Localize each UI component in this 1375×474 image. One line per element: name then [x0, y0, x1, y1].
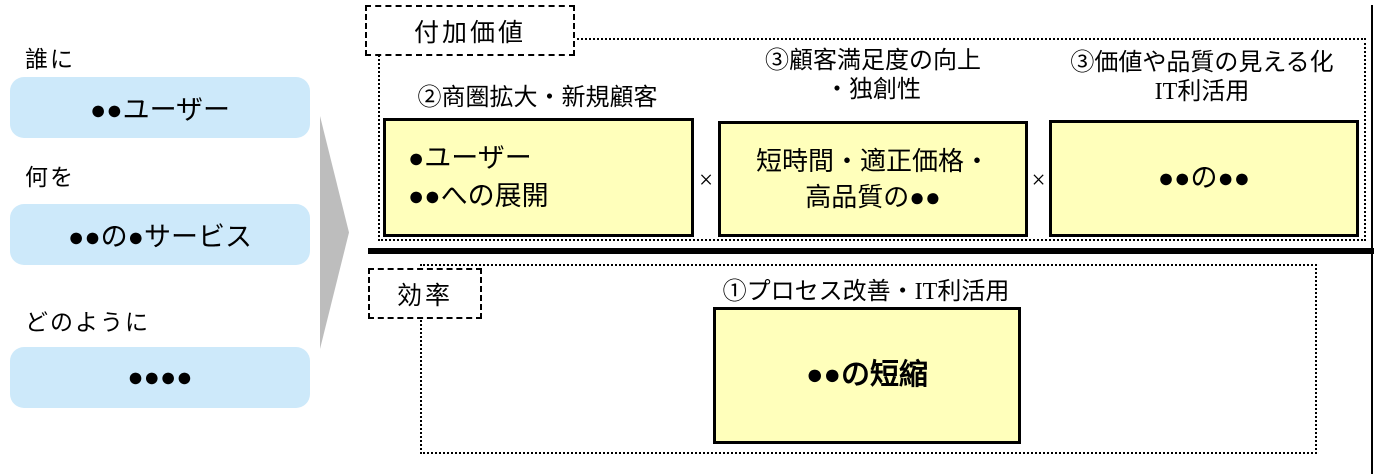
added-value-tag: 付加価値: [365, 5, 575, 56]
multiply-operator-1: ×: [698, 167, 714, 194]
right-edge-border: [1371, 5, 1373, 474]
box-target-user: ●●ユーザー: [10, 77, 310, 138]
header-visualization-it-line1: ③価値や品質の見える化: [1070, 50, 1334, 76]
label-how: どのように: [25, 309, 150, 335]
box-how-text: ●●●●: [127, 362, 193, 392]
efficiency-box-shortening-text: ●●の短縮: [805, 359, 929, 392]
header-visualization-it: ③価値や品質の見える化 IT利活用: [1036, 49, 1368, 108]
box-target-user-text: ●●ユーザー: [89, 95, 231, 125]
value-box-user-expansion-line2: ●●への展開: [408, 180, 549, 211]
added-value-tag-text: 付加価値: [413, 18, 526, 47]
right-arrow-icon: [320, 116, 349, 349]
label-to-whom: 誰に: [25, 46, 75, 72]
box-service: ●●の●サービス: [10, 204, 310, 265]
header-customer-satisfaction-line2: ・独創性: [825, 77, 921, 104]
header-customer-satisfaction-line1: ③顧客満足度の向上: [765, 48, 981, 74]
value-box-placeholder: ●●の●●: [1049, 120, 1359, 237]
label-what: 何を: [25, 164, 75, 190]
value-box-user-expansion: ●ユーザー ●●への展開: [383, 118, 694, 237]
header-customer-satisfaction: ③顧客満足度の向上 ・独創性: [713, 47, 1033, 106]
header-visualization-it-line2: IT利活用: [1154, 79, 1250, 106]
header-market-expansion-line1: ②商圏拡大・新規顧客: [417, 85, 658, 111]
added-value-dotted-frame: [378, 38, 1366, 241]
header-market-expansion: ②商圏拡大・新規顧客: [380, 84, 695, 113]
value-box-user-expansion-line1: ●ユーザー: [408, 142, 532, 173]
multiply-operator-2: ×: [1031, 167, 1046, 194]
box-service-text: ●●の●サービス: [68, 222, 252, 252]
value-box-quality-price: 短時間・適正価格・ 高品質の●●: [718, 121, 1028, 237]
section-divider-line: [368, 248, 1374, 254]
value-box-quality-price-line2: 高品質の●●: [805, 182, 941, 212]
header-process-improvement: ①プロセス改善・IT利活用: [722, 279, 1010, 305]
value-box-placeholder-line1: ●●の●●: [1157, 162, 1251, 193]
box-how: ●●●●: [10, 347, 310, 408]
efficiency-tag-text: 効率: [396, 281, 453, 310]
value-box-quality-price-line1: 短時間・適正価格・: [755, 145, 990, 176]
efficiency-dotted-frame: [420, 264, 1317, 454]
efficiency-box-shortening: ●●の短縮: [713, 307, 1021, 444]
efficiency-tag: 効率: [368, 268, 482, 319]
